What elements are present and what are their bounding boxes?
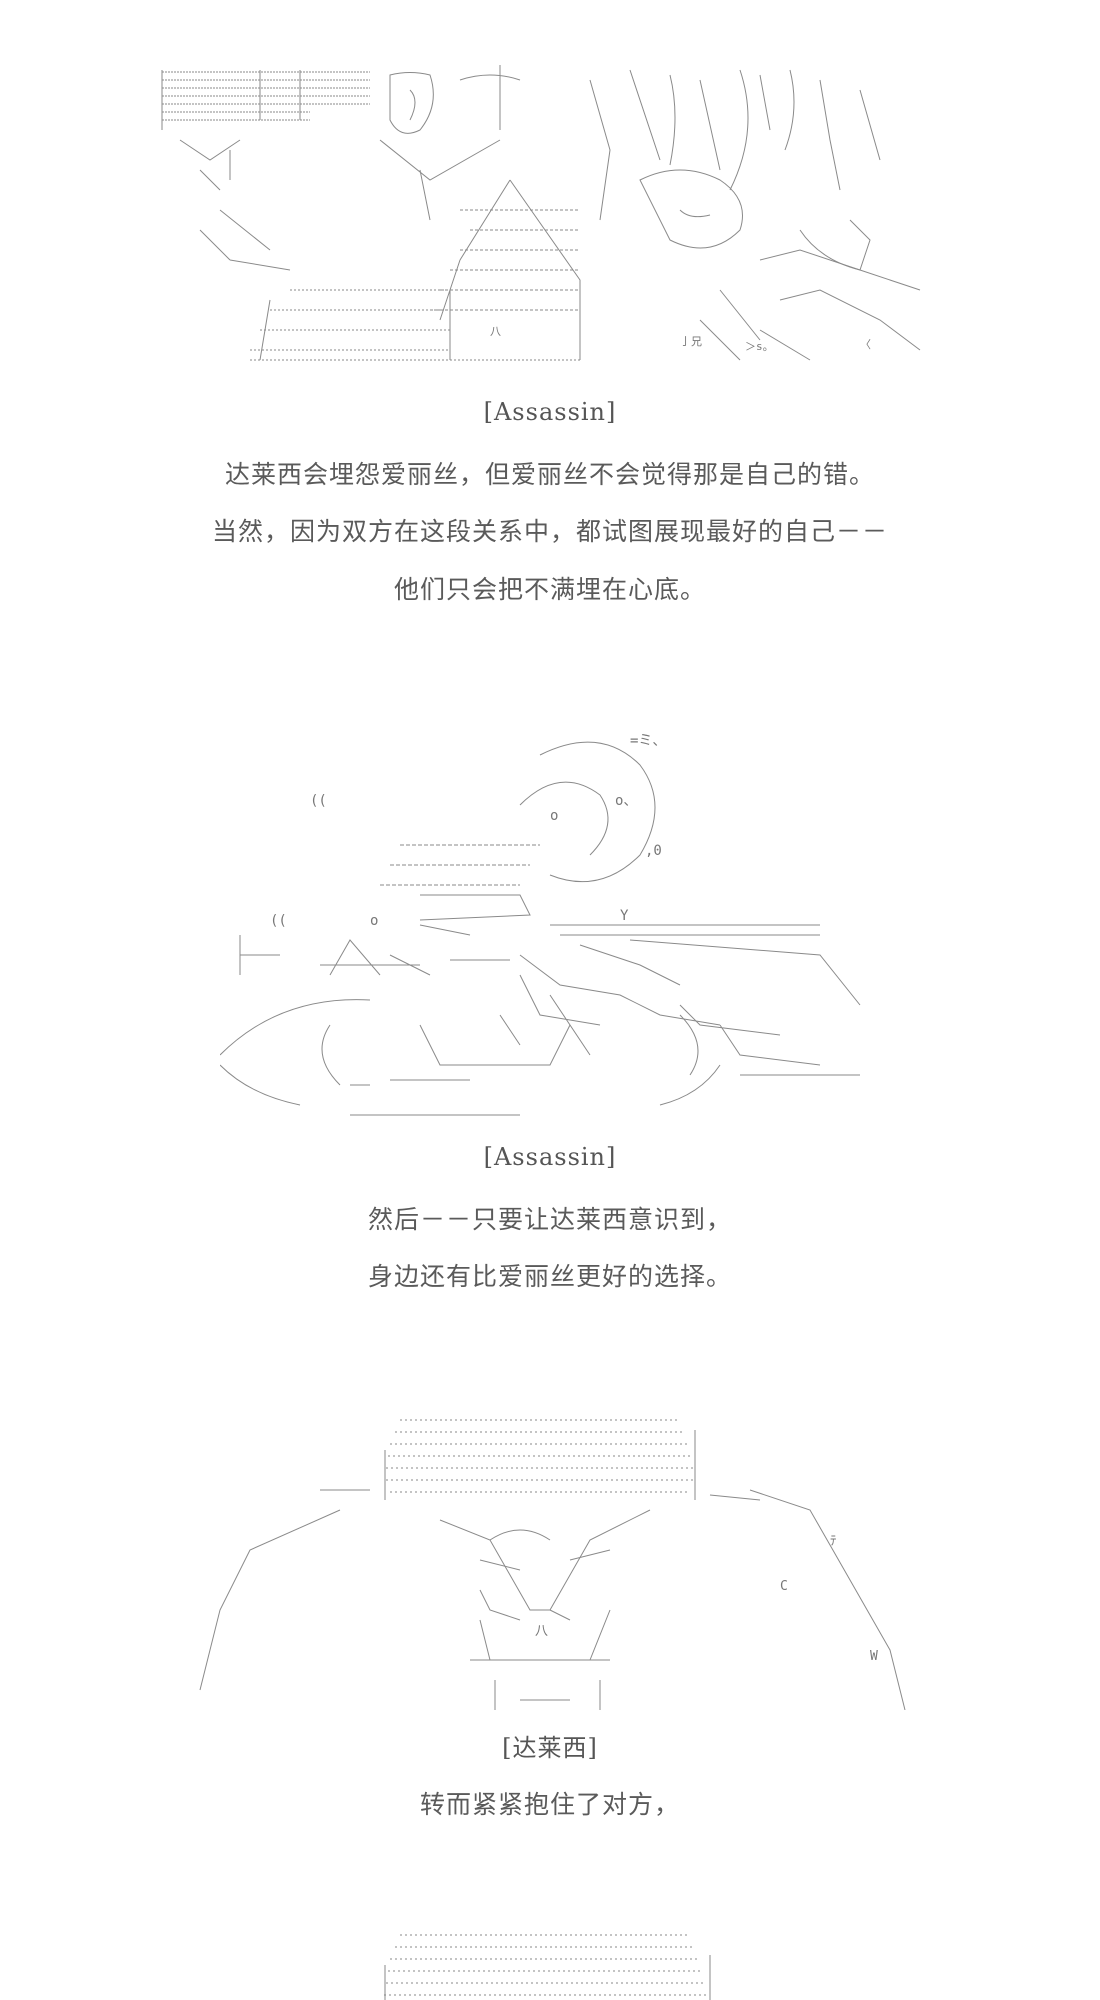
panel-1: ＞s。 亅兄 八 〈 [Assassin] 达莱西会埋怨爱丽丝，但爱丽丝不会觉得… [0,0,1100,620]
ascii-art-drawing-1: ＞s。 亅兄 八 〈 [161,65,921,361]
aa-fragment: (( [310,793,327,809]
speaker-label: [Assassin] [483,398,617,426]
aa-fragment: =ミ、 [630,733,666,749]
dialogue-line: 转而紧紧抱住了对方， [419,1790,680,1819]
ascii-art-panel-4 [380,1925,720,2000]
dialogue-line: 身边还有比爱丽丝更好的选择。 [367,1262,732,1291]
aa-fragment: W [870,1649,878,1664]
panel-3: C W ﾃ 八 [达莱西] 转而紧紧抱住了对方， [0,1380,1100,1819]
aa-fragment: 八 [535,1624,548,1639]
dialogue-line: 然后－－只要让达莱西意识到， [367,1205,732,1234]
aa-fragment: 八 [490,325,501,338]
dialogue-line: 他们只会把不满埋在心底。 [393,575,706,604]
aa-fragment: ,0 [645,843,662,859]
ascii-art-panel-2: (( (( o、 o ,0 =ミ、 o Y [220,725,870,1135]
ascii-art-panel-1: ＞s。 亅兄 八 〈 [160,60,950,380]
ascii-art-drawing-2: (( (( o、 o ,0 =ミ、 o Y [220,733,861,1116]
aa-fragment: o [550,808,558,824]
speaker-label: [达莱西] [502,1734,598,1762]
aa-fragment: 〈 [860,338,871,351]
aa-fragment: o [370,913,378,929]
dialogue-line: 当然，因为双方在这段关系中，都试图展现最好的自己－－ [211,517,888,546]
ascii-art-panel-3: C W ﾃ 八 [190,1410,910,1710]
speaker-label: [Assassin] [483,1143,617,1171]
aa-fragment: ﾃ [830,1534,837,1549]
panel-4 [0,1925,1100,2000]
dialogue-line: 达莱西会埋怨爱丽丝，但爱丽丝不会觉得那是自己的错。 [224,460,875,489]
aa-fragment: C [780,1579,788,1594]
ascii-art-drawing-3: C W ﾃ 八 [199,1419,906,1710]
aa-fragment: ＞s。 [745,340,774,353]
ascii-art-drawing-4 [384,1934,711,2000]
aa-fragment: Y [620,908,629,924]
aa-fragment: 亅兄 [680,335,702,348]
aa-fragment: (( [270,913,287,929]
aa-fragment: o、 [615,793,637,809]
panel-2: (( (( o、 o ,0 =ミ、 o Y [Assassin] 然后－－只要让… [0,700,1100,1291]
